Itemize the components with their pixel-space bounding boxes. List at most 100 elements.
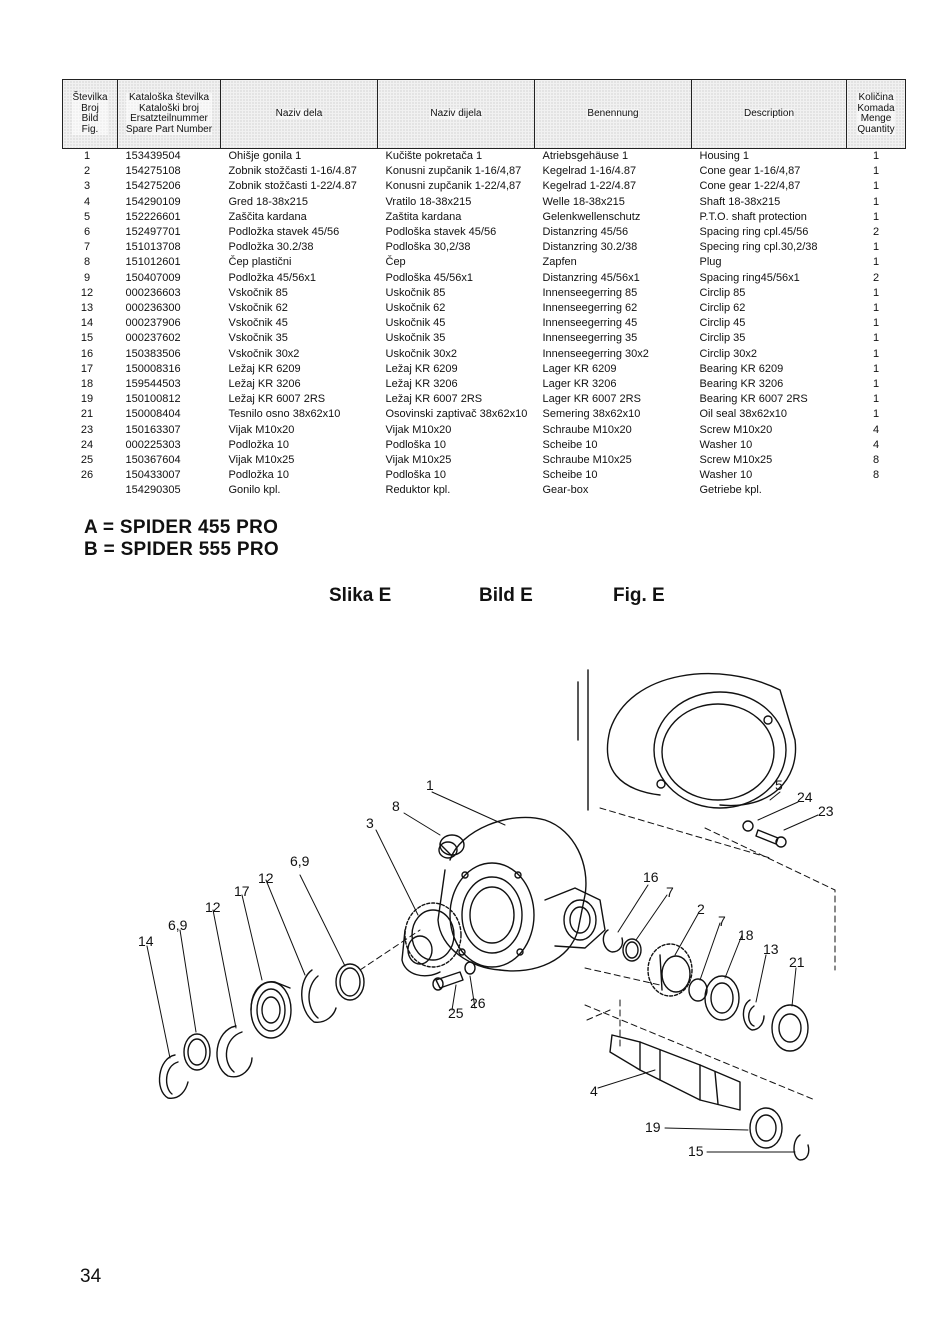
cell-sl: Zobnik stožčasti 1-22/4.87 [228, 180, 357, 193]
header-name-hr: Naziv dijela [377, 79, 535, 149]
header-name-en: Description [691, 79, 847, 149]
cell-de: Scheibe 10 [542, 469, 598, 482]
cell-cat: 150433007 [125, 469, 181, 482]
cell-qty: 1 [872, 302, 880, 315]
cell-cat: 150100812 [125, 393, 181, 406]
cell-sl: Vskočnik 35 [228, 332, 288, 345]
model-b-label: B = SPIDER 555 PRO [84, 539, 279, 560]
cell-no: 15 [80, 332, 94, 345]
cell-de: Lager KR 6209 [542, 362, 617, 375]
callout-18: 18 [738, 927, 754, 943]
cell-qty: 1 [872, 150, 880, 162]
header-number-de: Bild [81, 113, 99, 124]
cell-hr: Konusni zupčanik 1-16/4,87 [385, 165, 522, 178]
callout-14: 14 [138, 933, 154, 949]
cell-hr: Podloška stavek 45/56 [385, 226, 497, 239]
cell-de: Semering 38x62x10 [542, 408, 641, 421]
cell-cat: 150008316 [125, 362, 181, 375]
cell-hr: Vijak M10x25 [385, 454, 452, 467]
cell-hr: Ležaj KR 6209 [385, 362, 458, 375]
parts-table: Številka Broj Bild Fig. Kataloška števil… [62, 79, 906, 499]
figure-label-de: Bild E [479, 585, 533, 606]
cell-sl: Ohišje gonila 1 [228, 150, 302, 162]
cell-qty [847, 483, 906, 498]
header-catalog-en: Spare Part Number [125, 123, 213, 135]
cell-sl: Zaščita kardana [228, 210, 307, 223]
cell-hr: Reduktor kpl. [385, 484, 451, 497]
cell-cat: 151012601 [125, 256, 181, 269]
cone-gear-large [401, 902, 462, 977]
cell-en: Spacing ring45/56x1 [699, 271, 800, 284]
cell-sl: Tesnilo osno 38x62x10 [228, 408, 341, 421]
header-number: Številka Broj Bild Fig. [62, 79, 118, 149]
callout-6-9-lower: 6,9 [168, 917, 188, 933]
cell-en: Circlip 62 [699, 302, 746, 315]
header-catalog-hr: Kataloški broj [138, 102, 200, 114]
cell-cat: 000236603 [125, 286, 181, 299]
cell-en: Bearing KR 6209 [699, 362, 784, 375]
cell-de: Atriebsgehäuse 1 [542, 150, 629, 162]
cell-qty: 1 [872, 195, 880, 208]
callout-8: 8 [392, 798, 400, 814]
cell-qty: 1 [872, 286, 880, 299]
cell-en: Specing ring cpl.30,2/38 [699, 241, 818, 254]
cell-qty: 2 [872, 226, 880, 239]
cell-qty: 8 [872, 454, 880, 467]
cell-en: Circlip 45 [699, 317, 746, 330]
gearbox-housing [437, 816, 606, 972]
cell-cat: 159544503 [125, 378, 181, 391]
cell-no: 19 [80, 393, 94, 406]
cell-en: Cone gear 1-22/4,87 [699, 180, 801, 193]
cell-en: Washer 10 [699, 469, 753, 482]
cell-no: 26 [80, 469, 94, 482]
cell-de: Zapfen [542, 256, 577, 269]
screw-and-washer-25-26 [432, 961, 476, 991]
cell-de: Distanzring 45/56x1 [542, 271, 640, 284]
cell-hr: Osovinski zaptivač 38x62x10 [385, 408, 528, 421]
cell-qty: 1 [872, 362, 880, 375]
alignment-lines [359, 807, 836, 1101]
exploded-gearbox-diagram: 1 5 24 23 8 3 6,9 12 17 12 6,9 14 16 7 2… [138, 669, 836, 1161]
cell-sl: Vskočnik 30x2 [228, 347, 300, 360]
cell-cat: 150407009 [125, 271, 181, 284]
callout-labels: 1 5 24 23 8 3 6,9 12 17 12 6,9 14 16 7 2… [138, 777, 834, 1159]
cell-no: 8 [83, 256, 91, 269]
cell-en: Getriebe kpl. [699, 484, 762, 497]
cell-sl: Podložka 10 [228, 438, 290, 451]
cell-no: 3 [83, 180, 91, 193]
cell-cat: 151013708 [125, 241, 181, 254]
cell-no: 25 [80, 454, 94, 467]
cell-sl: Vskočnik 45 [228, 317, 288, 330]
cell-de: Lager KR 6007 2RS [542, 393, 641, 406]
cell-hr: Podloška 30,2/38 [385, 241, 471, 254]
cell-qty: 1 [872, 165, 880, 178]
cell-en: Cone gear 1-16/4,87 [699, 165, 801, 178]
cell-cat: 000236300 [125, 302, 181, 315]
callout-5: 5 [775, 777, 783, 793]
cell-en: Spacing ring cpl.45/56 [699, 226, 809, 239]
cell-hr: Kučište pokretača 1 [385, 150, 483, 162]
cell-sl: Zobnik stožčasti 1-16/4.87 [228, 165, 357, 178]
cell-no: 24 [80, 438, 94, 451]
callout-6-9-upper: 6,9 [290, 853, 310, 869]
right-gear-stack [602, 929, 809, 1052]
callout-15: 15 [688, 1143, 704, 1159]
cell-de: Schraube M10x20 [542, 423, 632, 436]
cell-de: Scheibe 10 [542, 438, 598, 451]
cell-hr: Zaštita kardana [385, 210, 462, 223]
cell-hr: Vratilo 18-38x215 [385, 195, 472, 208]
cell-en: Screw M10x25 [699, 454, 773, 467]
cell-qty: 1 [872, 332, 880, 345]
cell-cat: 152226601 [125, 210, 181, 223]
